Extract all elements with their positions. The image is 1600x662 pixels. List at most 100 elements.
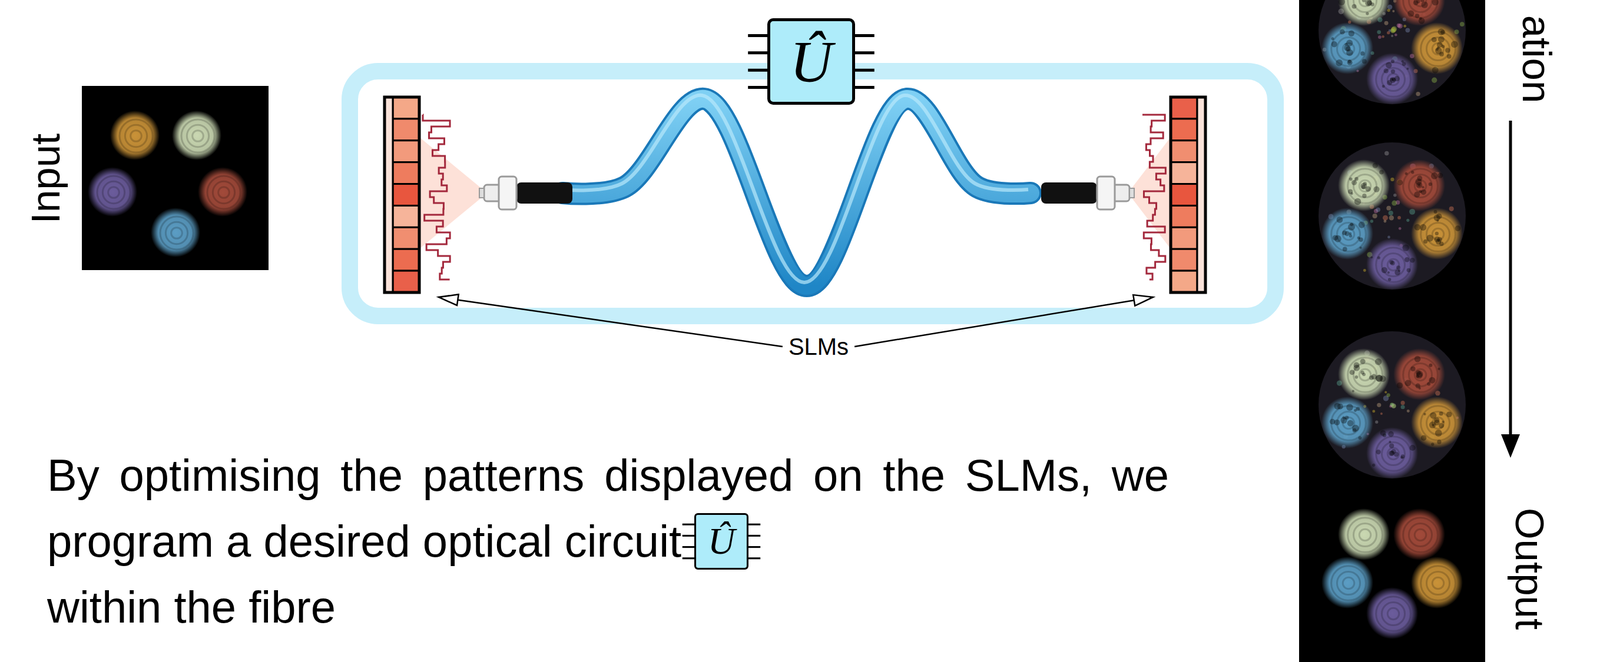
speckle: [1435, 232, 1439, 236]
speckle: [1432, 67, 1439, 74]
output-strip: [1299, 0, 1486, 662]
speckle: [1384, 391, 1387, 394]
fibre-highlight: [560, 95, 1029, 283]
speckle: [1390, 69, 1396, 74]
fringe: [1408, 363, 1432, 387]
speckle: [1397, 216, 1401, 220]
fringe: [1336, 571, 1360, 595]
fringe: [1376, 62, 1411, 98]
speckle: [1339, 29, 1346, 35]
speckle: [1380, 430, 1387, 437]
fringe: [1381, 253, 1405, 277]
speckle: [1362, 193, 1367, 198]
output-frame: [1321, 508, 1463, 640]
speckle: [1388, 277, 1391, 281]
fringe: [102, 181, 125, 204]
speckle: [1455, 225, 1462, 232]
speckle: [1382, 84, 1386, 88]
axis-label: ation: [1516, 14, 1558, 104]
fringe: [1353, 363, 1377, 387]
fringe: [119, 119, 153, 153]
speckle: [1407, 10, 1414, 18]
fibre-edge: [562, 98, 1031, 287]
chip-pin: [747, 51, 768, 55]
speckle: [1406, 219, 1410, 223]
slm-pixel: [392, 205, 420, 228]
speckle: [1406, 67, 1409, 71]
fringe: [160, 216, 194, 250]
speckle: [1335, 59, 1343, 67]
slm-pixel: [1170, 140, 1198, 163]
speckle: [1431, 37, 1437, 43]
fibre-connector: [1041, 176, 1135, 210]
speckle: [1390, 260, 1396, 266]
speckle: [1420, 1, 1428, 8]
speckle: [1406, 268, 1411, 273]
light-spot: [1321, 396, 1374, 449]
fringe: [218, 187, 230, 199]
fringe: [1403, 518, 1439, 553]
speckle: [1400, 454, 1406, 459]
speckle: [1385, 62, 1392, 69]
speckle: [1415, 383, 1421, 389]
speckle: [1439, 51, 1444, 57]
light-spot: [1410, 22, 1463, 75]
speckle: [1394, 269, 1401, 276]
speckle-halo: [1318, 331, 1466, 479]
fringe: [186, 124, 209, 147]
speckle: [1415, 178, 1422, 185]
unitary-symbol: Û: [789, 32, 833, 92]
light-spot: [1410, 207, 1463, 260]
slm-pixel: [392, 184, 420, 207]
output-frame: [1318, 331, 1466, 480]
speckle: [1357, 236, 1361, 240]
light-spot: [1410, 557, 1463, 609]
speckle: [1377, 35, 1382, 39]
chip-pin: [855, 85, 875, 89]
fringe: [108, 187, 120, 199]
fringe: [1381, 602, 1405, 626]
speckle: [1365, 0, 1372, 7]
speckle: [1396, 265, 1401, 270]
light-spot: [1366, 427, 1419, 480]
connector-tip: [479, 188, 485, 198]
light-spot: [150, 207, 201, 258]
speckle: [1342, 247, 1348, 253]
speckle: [1358, 436, 1363, 440]
light-spot: [1321, 22, 1374, 75]
fringe: [1353, 0, 1377, 13]
speckle: [1381, 267, 1388, 274]
speckle: [1375, 421, 1378, 424]
speckle: [1410, 170, 1414, 174]
speckle: [1390, 177, 1394, 182]
light-spot: [197, 167, 248, 217]
speckle: [1351, 180, 1357, 186]
speckle: [1414, 224, 1421, 231]
fringe: [1420, 566, 1456, 602]
speckle: [1396, 382, 1404, 390]
speckle: [1440, 30, 1446, 35]
fibre-connector: [479, 176, 573, 210]
slm-label: SLMs: [788, 335, 849, 359]
chip-body: [768, 19, 854, 104]
speckle: [1347, 420, 1354, 427]
speckle: [1348, 30, 1355, 37]
slm-pixel: [392, 270, 420, 293]
fringe: [1336, 37, 1360, 61]
speckle: [1451, 41, 1459, 49]
fringe: [1347, 518, 1383, 553]
fringe: [1426, 222, 1450, 246]
circuit-chip: Û: [694, 513, 749, 571]
caption-text: within the fibre: [47, 574, 336, 641]
speckle: [1346, 403, 1354, 412]
circuit-chip: Û: [767, 18, 856, 105]
fringe: [1403, 358, 1439, 393]
speckle: [1392, 10, 1395, 13]
speckle: [1405, 172, 1409, 176]
speckle: [1355, 375, 1359, 380]
phase-profile: [1142, 114, 1166, 280]
speckle: [1346, 40, 1353, 47]
slm-pixel: [392, 162, 420, 185]
speckle: [1379, 375, 1387, 383]
speckle: [1354, 198, 1362, 206]
